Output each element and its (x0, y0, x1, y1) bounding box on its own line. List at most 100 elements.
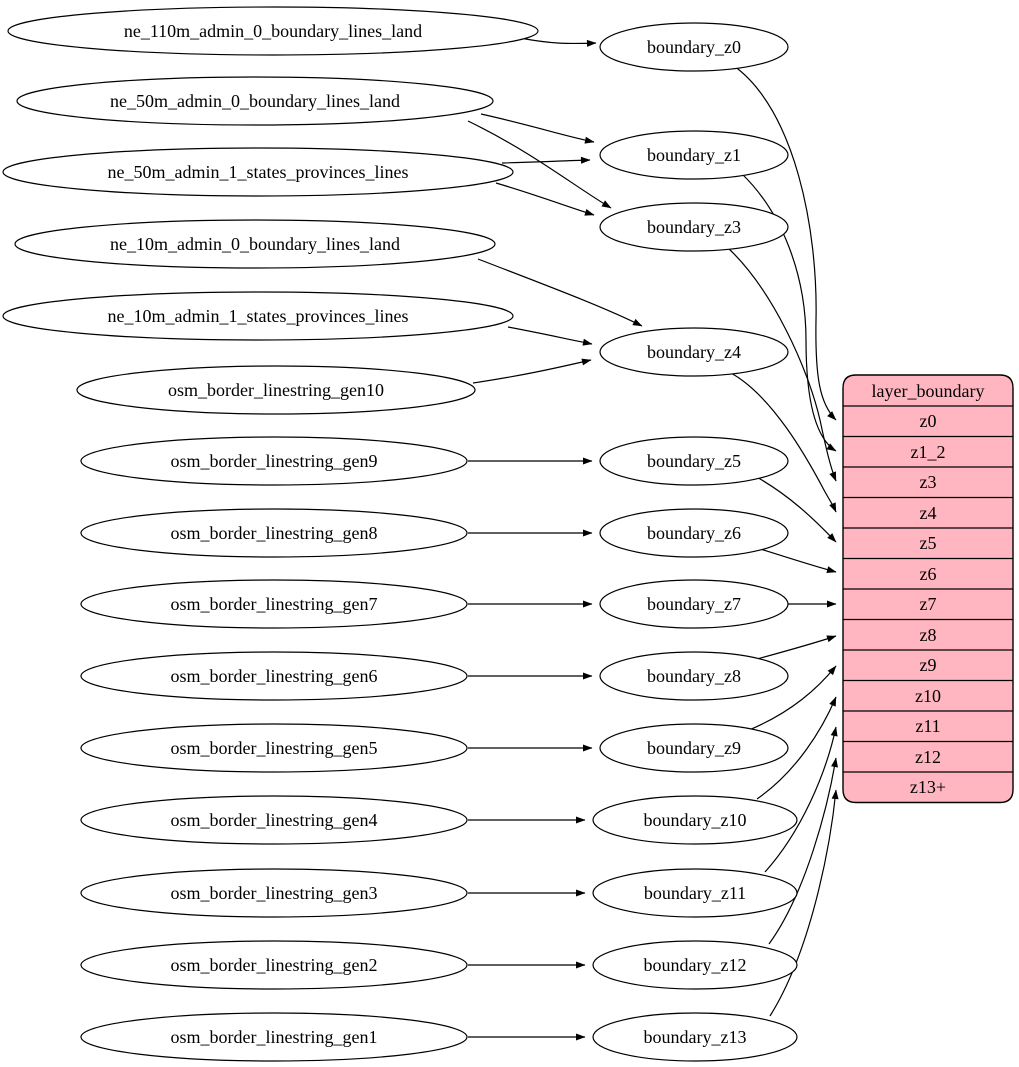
edge-ne-10m-admin1-to-boundary-z4 (507, 326, 593, 346)
node-boundary-z0: boundary_z0 (599, 22, 789, 72)
table-row-z8: z8 (920, 625, 937, 645)
node-label: boundary_z10 (644, 810, 747, 830)
edge-ne-50m-admin1-to-boundary-z1 (501, 156, 591, 164)
node-label: osm_border_linestring_gen4 (171, 810, 378, 830)
node-label: ne_50m_admin_0_boundary_lines_land (110, 91, 400, 111)
node-label: boundary_z11 (644, 883, 746, 903)
node-osm-border-linestring-gen3: osm_border_linestring_gen3 (80, 868, 468, 918)
node-label: boundary_z6 (647, 523, 741, 543)
node-label: boundary_z0 (647, 37, 741, 57)
edge-boundary-z13-to-row-z13plus (769, 789, 839, 1017)
node-ellipse (80, 579, 468, 629)
edge-boundary-z0-to-row-z0 (733, 65, 837, 421)
node-ellipse (80, 1012, 468, 1062)
node-label: osm_border_linestring_gen2 (171, 955, 378, 975)
edge-ne-10m-admin0-to-boundary-z4 (477, 258, 643, 327)
node-boundary-z10: boundary_z10 (592, 795, 798, 845)
node-ellipse (80, 868, 468, 918)
node-boundary-z1: boundary_z1 (599, 130, 789, 180)
node-ellipse (2, 147, 514, 197)
node-label: boundary_z4 (647, 342, 741, 362)
node-ellipse (80, 795, 468, 845)
table-row-z5: z5 (920, 533, 937, 553)
edge-boundary-z3-to-row-z3 (727, 247, 837, 482)
node-ellipse (592, 868, 798, 918)
source-nodes: ne_110m_admin_0_boundary_lines_land ne_5… (2, 6, 539, 1062)
node-ne-50m-admin-0-boundary-lines-land: ne_50m_admin_0_boundary_lines_land (16, 76, 494, 126)
edge-ne-50m-admin0-to-boundary-z1 (480, 113, 595, 144)
node-ellipse (80, 508, 468, 558)
node-ellipse (599, 22, 789, 72)
node-label: boundary_z3 (647, 217, 741, 237)
table-row-z6: z6 (920, 564, 937, 584)
node-osm-border-linestring-gen4: osm_border_linestring_gen4 (80, 795, 468, 845)
node-label: osm_border_linestring_gen7 (171, 594, 378, 614)
node-label: ne_10m_admin_0_boundary_lines_land (110, 234, 400, 254)
node-label: boundary_z5 (647, 451, 741, 471)
node-label: boundary_z7 (647, 594, 741, 614)
edge-boundary-z1-to-row-z1-2 (740, 172, 837, 452)
node-boundary-z3: boundary_z3 (599, 202, 789, 252)
node-ellipse (592, 1012, 798, 1062)
node-ellipse (80, 651, 468, 701)
node-boundary-z4: boundary_z4 (599, 327, 789, 377)
node-label: osm_border_linestring_gen1 (171, 1027, 378, 1047)
node-ellipse (599, 651, 789, 701)
node-ellipse (7, 6, 539, 56)
node-label: boundary_z8 (647, 666, 741, 686)
node-ellipse (599, 579, 789, 629)
edge-boundary-z4-to-row-z4 (730, 372, 837, 513)
edge-boundary-z11-to-row-z11 (764, 726, 838, 873)
table-row-z1-2: z1_2 (911, 442, 946, 462)
node-boundary-z11: boundary_z11 (592, 868, 798, 918)
edge-boundary-z8-to-row-z8 (756, 635, 837, 660)
node-label: osm_border_linestring_gen10 (168, 380, 384, 400)
node-ellipse (80, 940, 468, 990)
table-row-z3: z3 (920, 472, 937, 492)
node-ellipse (599, 327, 789, 377)
node-osm-border-linestring-gen6: osm_border_linestring_gen6 (80, 651, 468, 701)
node-osm-border-linestring-gen10: osm_border_linestring_gen10 (76, 365, 476, 415)
edge-boundary-z10-to-row-z10 (756, 696, 837, 800)
node-boundary-z5: boundary_z5 (599, 436, 789, 486)
table-row-z11: z11 (915, 716, 940, 736)
node-boundary-z12: boundary_z12 (592, 940, 798, 990)
node-boundary-z9: boundary_z9 (599, 723, 789, 773)
node-boundary-z13: boundary_z13 (592, 1012, 798, 1062)
node-label: osm_border_linestring_gen6 (171, 666, 378, 686)
node-ellipse (592, 795, 798, 845)
node-osm-border-linestring-gen9: osm_border_linestring_gen9 (80, 436, 468, 486)
transform-nodes: boundary_z0 boundary_z1 boundary_z3 boun… (592, 22, 798, 1062)
table-layer-boundary: layer_boundary z0 z1_2 z3 z4 z5 z6 z7 z8… (842, 374, 1014, 804)
node-label: boundary_z9 (647, 738, 741, 758)
node-ellipse (599, 202, 789, 252)
table-row-z0: z0 (920, 411, 937, 431)
edge-boundary-z5-to-row-z5 (752, 474, 837, 543)
edge-gen10-to-boundary-z4 (472, 358, 592, 384)
node-label: ne_110m_admin_0_boundary_lines_land (124, 21, 422, 41)
edge-boundary-z12-to-row-z12 (768, 757, 838, 945)
node-label: osm_border_linestring_gen8 (171, 523, 378, 543)
node-osm-border-linestring-gen7: osm_border_linestring_gen7 (80, 579, 468, 629)
node-label: boundary_z12 (644, 955, 747, 975)
node-ellipse (16, 76, 494, 126)
node-ellipse (592, 940, 798, 990)
node-ellipse (14, 219, 496, 269)
edge-ne-50m-admin1-to-boundary-z3 (495, 182, 595, 216)
node-boundary-z8: boundary_z8 (599, 651, 789, 701)
node-label: ne_10m_admin_1_states_provinces_lines (108, 306, 409, 326)
edge-ne-110m-to-boundary-z0 (519, 37, 597, 47)
table-row-z12: z12 (915, 747, 941, 767)
node-boundary-z6: boundary_z6 (599, 508, 789, 558)
table-header: layer_boundary (872, 381, 985, 401)
node-ellipse (599, 130, 789, 180)
node-label: boundary_z13 (644, 1027, 747, 1047)
node-ellipse (2, 291, 514, 341)
node-ne-110m-admin-0-boundary-lines-land: ne_110m_admin_0_boundary_lines_land (7, 6, 539, 56)
node-label: osm_border_linestring_gen5 (171, 738, 378, 758)
node-ne-10m-admin-1-states-provinces-lines: ne_10m_admin_1_states_provinces_lines (2, 291, 514, 341)
node-osm-border-linestring-gen2: osm_border_linestring_gen2 (80, 940, 468, 990)
node-label: osm_border_linestring_gen9 (171, 451, 378, 471)
table-row-z13plus: z13+ (910, 777, 946, 797)
